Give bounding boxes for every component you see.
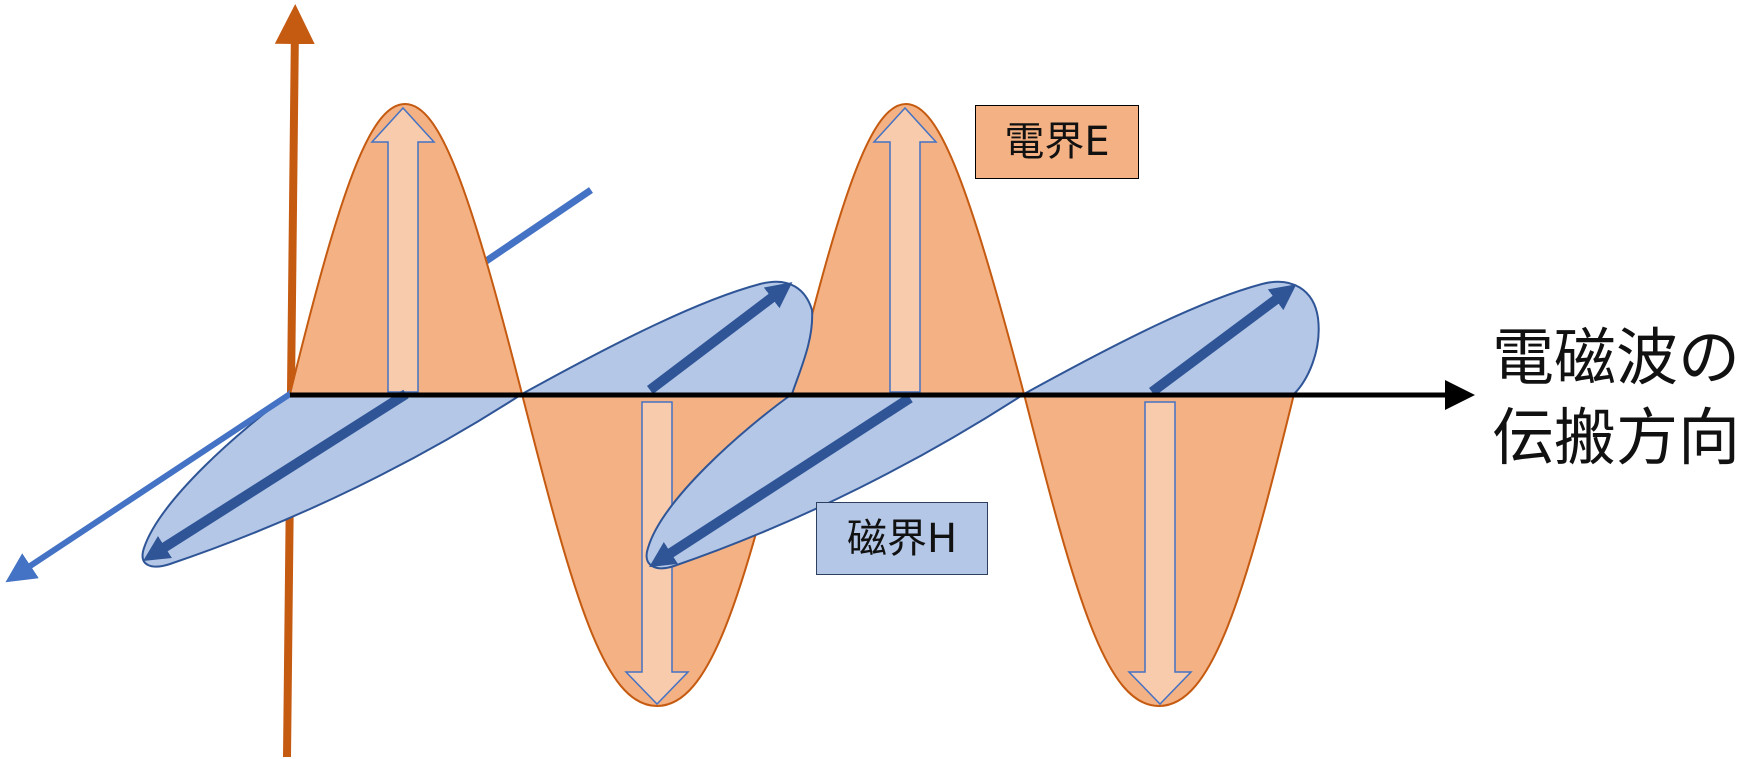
magnetic-field-wave: [141, 280, 1320, 570]
propagation-label-line-1: 電磁波の: [1492, 321, 1741, 394]
h-lobe-3: [645, 393, 1028, 570]
h-lobe-2: [521, 280, 814, 395]
electric-field-label: 電界E: [975, 105, 1139, 179]
h-arrow-4: [1149, 284, 1297, 397]
magnetic-field-arrows: [143, 282, 1297, 568]
h-lobe-4: [1023, 280, 1320, 395]
propagation-label-line-2: 伝搬方向: [1492, 401, 1741, 474]
e-arrow-up-2: [872, 106, 938, 393]
h-arrow-2: [646, 282, 793, 394]
e-arrow-down-2: [1127, 401, 1193, 706]
diagonal-axis-front: [5, 391, 292, 583]
propagation-direction-label: 電磁波の 伝搬方向: [1492, 318, 1754, 478]
h-arrow-1: [143, 389, 409, 561]
magnetic-field-label: 磁界H: [816, 502, 988, 575]
h-lobe-1: [141, 393, 526, 568]
h-arrow-3: [649, 393, 913, 568]
e-arrow-up-1: [370, 106, 436, 393]
